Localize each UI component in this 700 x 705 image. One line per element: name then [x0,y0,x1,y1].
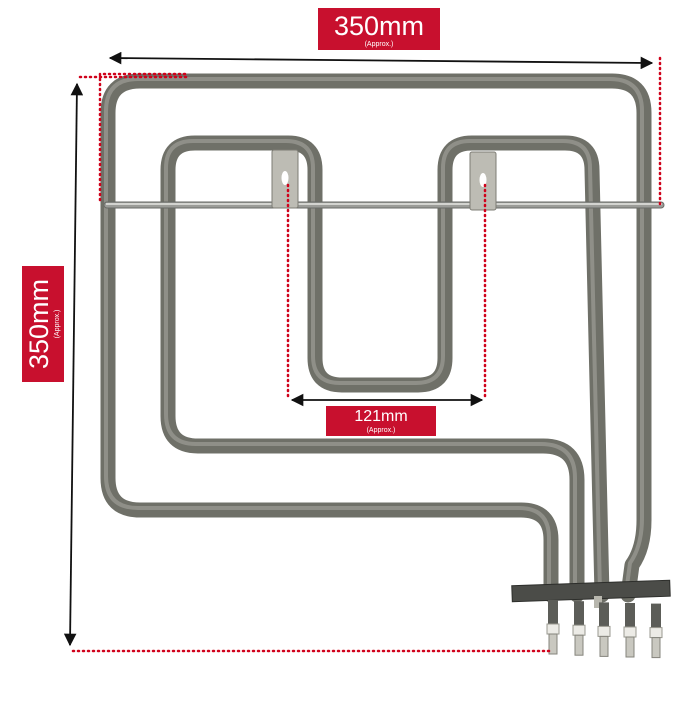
terminal-plate [511,579,671,608]
height-dimension-arrow [63,82,84,647]
terminal-pin [572,601,586,656]
mounting-bracket-right [469,151,497,211]
height-value: 350mm [24,278,54,370]
terminal-connectors [546,600,663,659]
width-dimension-label: 350mm (Approx.) [318,8,440,50]
height-dimension-label: 350mm (Approx.) [22,266,64,382]
outer-element-loop [100,73,652,603]
inner-width-value: 121mm [354,408,408,425]
terminal-pin [623,603,637,658]
terminal-pin [649,603,663,659]
width-dimension-arrow [108,51,654,70]
inner-element-loop [160,135,610,603]
terminal-pin [546,600,560,655]
support-bar [103,201,665,209]
dimension-guides [71,56,662,653]
width-value: 350mm [333,11,425,41]
inner-width-approx-note: (Approx.) [366,427,396,434]
height-approx-note: (Approx.) [54,309,61,339]
inner-width-dimension-label: 121mm (Approx.) [326,406,436,436]
terminal-pin [597,602,611,657]
mounting-bracket-left [271,149,299,209]
width-approx-note: (Approx.) [364,41,394,48]
